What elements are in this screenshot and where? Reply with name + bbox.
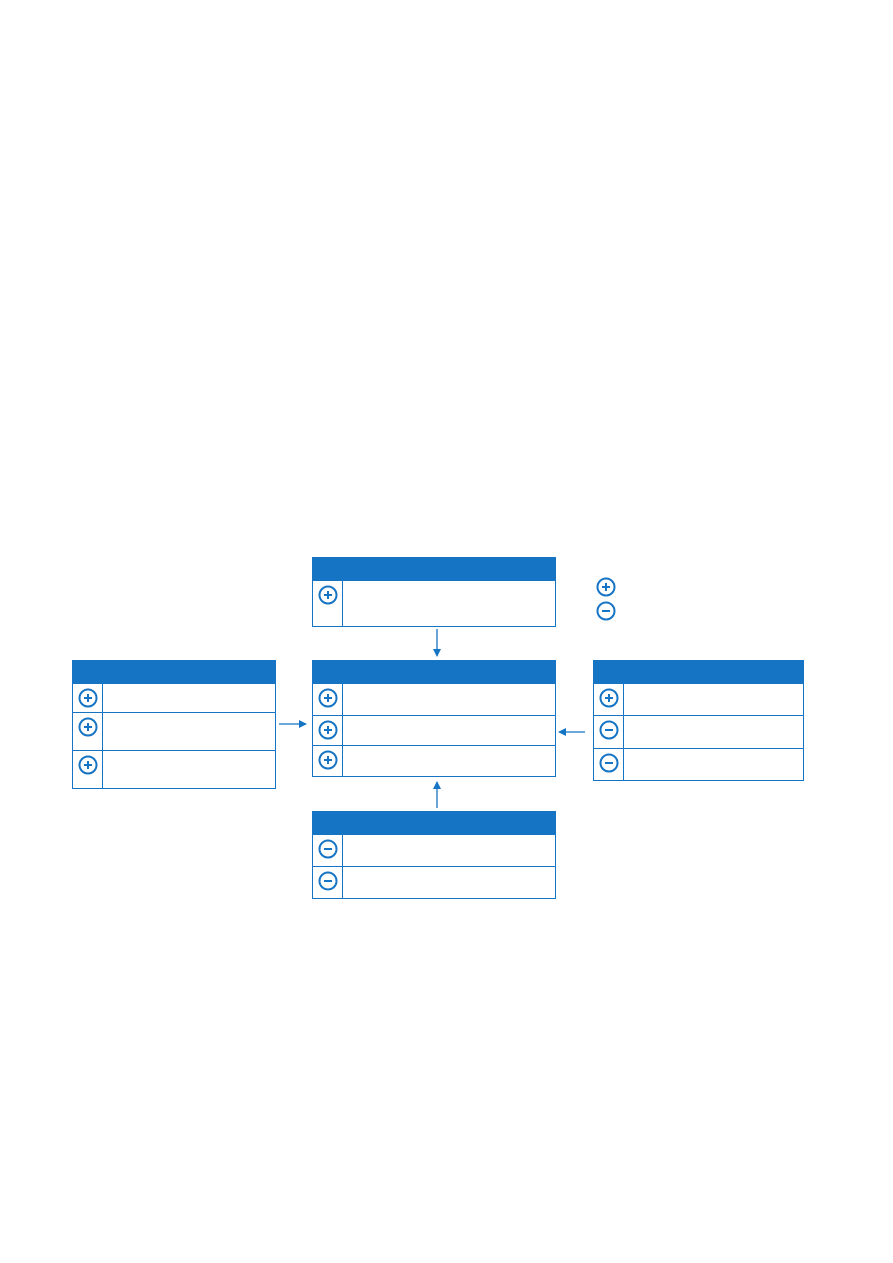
bottom-box-row — [313, 866, 555, 898]
right-box-row — [594, 683, 803, 715]
center-box-row-text — [343, 716, 555, 745]
left-box — [72, 660, 276, 789]
bottom-box-row-text — [343, 835, 555, 866]
center-box-title — [313, 661, 555, 683]
plus-circle-icon — [318, 750, 337, 770]
left-box-row-text — [103, 751, 275, 788]
right-box — [593, 660, 804, 781]
legend-item-negative — [596, 599, 796, 623]
center-box-row-text — [343, 746, 555, 776]
minus-circle-icon — [318, 839, 337, 859]
bottom-box-row — [313, 834, 555, 866]
center-box-row — [313, 745, 555, 776]
right-box-row — [594, 715, 803, 748]
plus-circle-icon — [318, 585, 337, 605]
minus-circle-icon — [599, 720, 618, 740]
right-box-row-text — [624, 684, 803, 715]
minus-circle-icon — [599, 753, 618, 773]
minus-circle-icon — [596, 601, 616, 621]
left-box-row — [73, 712, 275, 750]
top-box — [312, 557, 556, 627]
right-box-row-text — [624, 749, 803, 780]
center-box — [312, 660, 556, 777]
center-box-row — [313, 715, 555, 745]
plus-circle-icon — [318, 720, 337, 740]
plus-circle-icon — [318, 688, 337, 708]
minus-circle-icon — [318, 871, 337, 891]
plus-circle-icon — [78, 717, 97, 737]
legend-item-positive — [596, 575, 796, 599]
center-box-row — [313, 683, 555, 715]
right-box-row — [594, 748, 803, 780]
top-box-row — [313, 580, 555, 626]
left-box-row-text — [103, 684, 275, 712]
top-box-title — [313, 558, 555, 580]
plus-circle-icon — [78, 688, 97, 708]
right-box-row-text — [624, 716, 803, 748]
left-box-row — [73, 683, 275, 712]
legend — [596, 575, 796, 623]
plus-circle-icon — [599, 688, 618, 708]
right-box-title — [594, 661, 803, 683]
bottom-box — [312, 811, 556, 899]
bottom-box-title — [313, 812, 555, 834]
left-box-row — [73, 750, 275, 788]
left-box-title — [73, 661, 275, 683]
plus-circle-icon — [596, 577, 616, 597]
center-box-row-text — [343, 684, 555, 715]
plus-circle-icon — [78, 755, 97, 775]
left-box-row-text — [103, 713, 275, 750]
bottom-box-row-text — [343, 867, 555, 898]
top-box-row-text — [343, 581, 555, 626]
